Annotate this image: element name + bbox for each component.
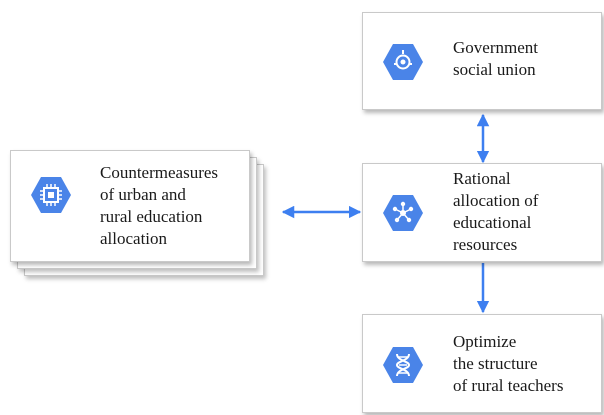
node-optimize-label: Optimize the structure of rural teachers — [453, 332, 564, 395]
node-rational: Rational allocation of educational resou… — [362, 163, 602, 262]
node-government: Government social union — [362, 12, 602, 110]
node-optimize: Optimize the structure of rural teachers — [362, 314, 602, 413]
node-rational-label: Rational allocation of educational resou… — [453, 169, 539, 254]
target-gear-icon — [383, 44, 423, 80]
chip-icon — [31, 177, 71, 213]
node-countermeasures-label: Countermeasures of urban and rural educa… — [100, 163, 219, 248]
node-government-label: Government social union — [453, 38, 538, 79]
node-countermeasures: Countermeasures of urban and rural educa… — [10, 150, 250, 262]
dna-icon — [383, 347, 423, 383]
network-nodes-icon — [383, 195, 423, 231]
